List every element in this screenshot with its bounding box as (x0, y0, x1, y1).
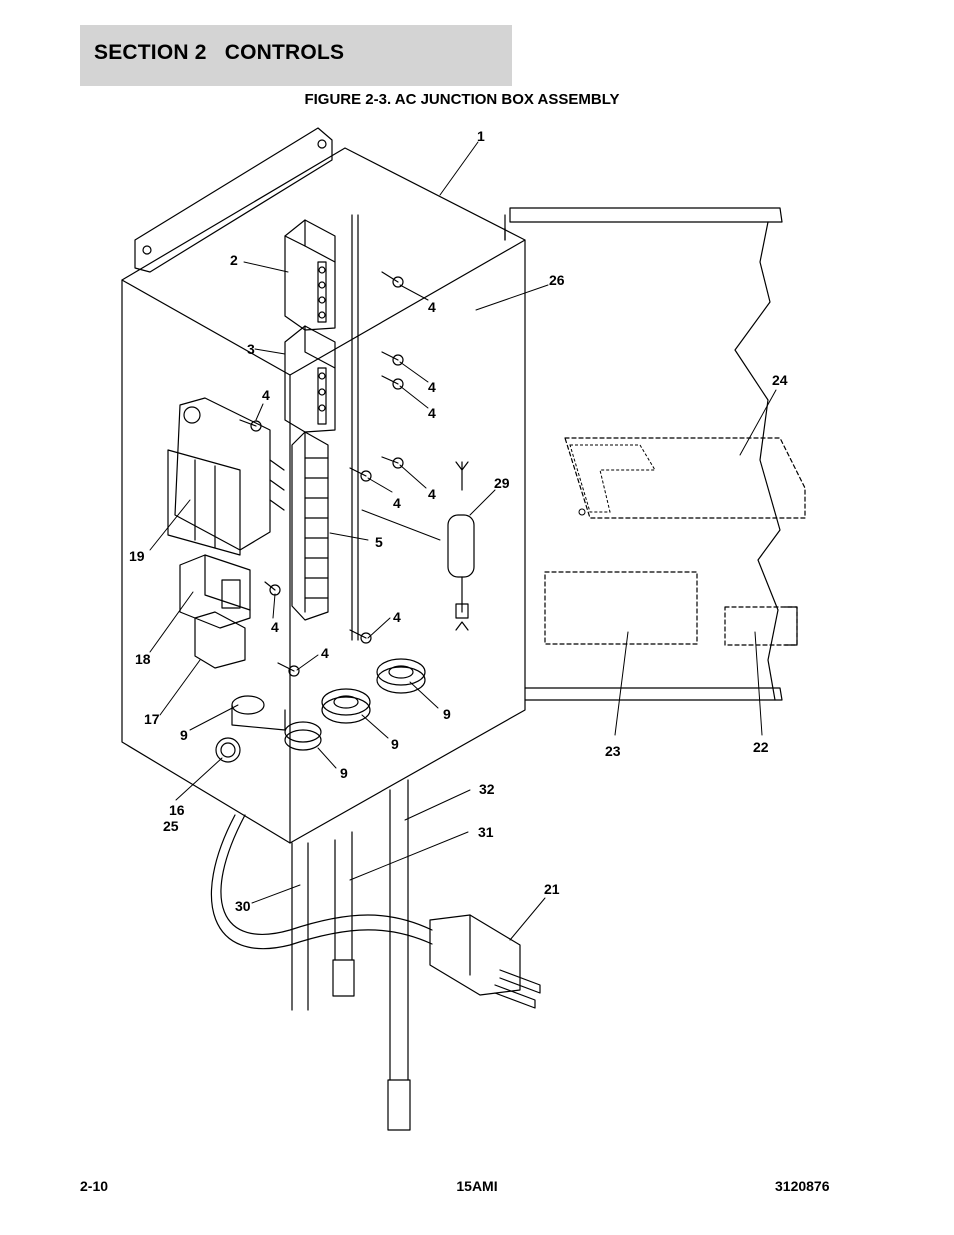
callout-4-c: 4 (428, 405, 436, 421)
power-cord-21 (210, 814, 541, 1009)
callout-4-f: 4 (262, 387, 270, 403)
callout-3: 3 (247, 341, 255, 357)
footer-model: 15AMI (456, 1178, 498, 1194)
mounting-flange (134, 127, 333, 273)
callout-4-h: 4 (321, 645, 329, 661)
cover-logo (569, 444, 656, 516)
junction-box-enclosure (121, 147, 526, 844)
callout-4-g: 4 (271, 619, 279, 635)
callout-23: 23 (605, 743, 621, 759)
transformer (167, 397, 285, 556)
callout-25: 25 (163, 818, 179, 834)
callout-9-d: 9 (340, 765, 348, 781)
din-rail (351, 214, 359, 641)
callout-32: 32 (479, 781, 495, 797)
decal-22 (724, 606, 798, 646)
callout-4-a: 4 (428, 299, 436, 315)
callout-22: 22 (753, 739, 769, 755)
strain-relief-2 (321, 688, 371, 724)
decal-outlines (544, 437, 806, 645)
callout-30: 30 (235, 898, 251, 914)
callout-9-b: 9 (443, 706, 451, 722)
cover-panel (504, 207, 783, 701)
circuit-breaker (179, 554, 251, 629)
leader-lines (149, 141, 777, 941)
bracket (194, 611, 246, 669)
callout-4-d: 4 (428, 486, 436, 502)
callout-1: 1 (477, 128, 485, 144)
strain-relief-4 (231, 695, 286, 731)
callout-24: 24 (772, 372, 788, 388)
callout-2: 2 (230, 252, 238, 268)
callout-31: 31 (478, 824, 494, 840)
cable-32 (387, 779, 411, 1131)
callout-4-i: 4 (393, 609, 401, 625)
callout-17: 17 (144, 711, 160, 727)
callout-18: 18 (135, 651, 151, 667)
callout-9-a: 9 (180, 727, 188, 743)
callout-21: 21 (544, 881, 560, 897)
relay-lower (284, 325, 336, 433)
strain-relief-1 (376, 658, 426, 694)
relay-upper (284, 219, 336, 331)
callout-5: 5 (375, 534, 383, 550)
callout-26: 26 (549, 272, 565, 288)
cable-31 (332, 831, 355, 997)
callout-4-e: 4 (393, 495, 401, 511)
footer-doc-number: 3120876 (775, 1178, 830, 1194)
callout-4-b: 4 (428, 379, 436, 395)
callout-29: 29 (494, 475, 510, 491)
terminal-block (291, 431, 329, 621)
callout-19: 19 (129, 548, 145, 564)
figure-title: FIGURE 2-3. AC JUNCTION BOX ASSEMBLY (304, 91, 620, 108)
screws (239, 271, 404, 677)
section-title: SECTION 2 CONTROLS (94, 41, 345, 64)
callout-9-c: 9 (391, 736, 399, 752)
callout-16: 16 (169, 802, 185, 818)
section-header: SECTION 2 CONTROLS (80, 25, 512, 86)
strain-relief-3 (284, 721, 322, 751)
cable-30 (291, 842, 309, 1011)
footer-page-number: 2-10 (80, 1178, 109, 1194)
panel-connector (215, 737, 241, 763)
capacitor (447, 461, 475, 631)
